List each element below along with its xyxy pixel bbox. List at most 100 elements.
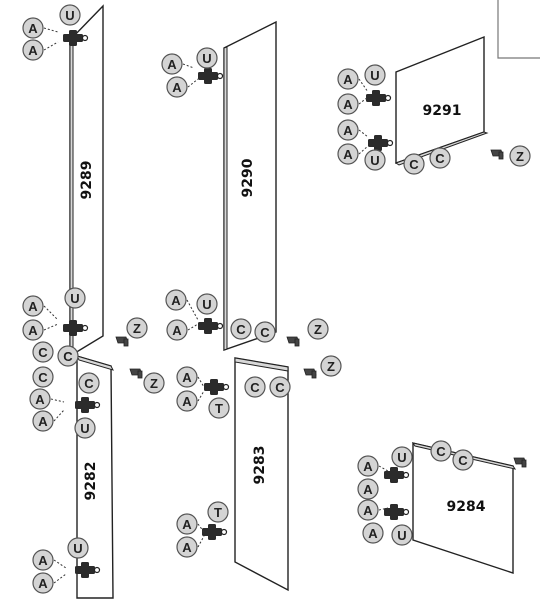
badge-z: Z [143, 372, 165, 394]
badge-c: C [430, 440, 452, 462]
badge-c: C [230, 318, 252, 340]
clip-icon [286, 336, 300, 347]
badge-letter: A [28, 43, 38, 58]
badge-a: A [357, 455, 379, 477]
hinge-icon [75, 397, 101, 413]
leader-line [53, 573, 67, 584]
panel-9290: 9290 [223, 20, 277, 351]
badge-letter: C [409, 157, 419, 172]
badge-a: A [337, 68, 359, 90]
badge-letter: A [343, 147, 353, 162]
badge-z: Z [126, 317, 148, 339]
badge-letter: A [182, 394, 192, 409]
badge-c: C [244, 376, 266, 398]
badge-letter: A [363, 503, 373, 518]
hinge-icon [204, 379, 230, 395]
badge-a: A [176, 366, 198, 388]
badge-u: U [196, 47, 218, 69]
corner-box [497, 0, 540, 59]
badge-letter: A [343, 97, 353, 112]
badge-letter: Z [133, 321, 141, 336]
badge-letter: A [343, 72, 353, 87]
badge-a: A [22, 295, 44, 317]
clip-icon [115, 336, 129, 347]
hinge-icon [63, 320, 89, 336]
badge-letter: A [171, 293, 181, 308]
badge-letter: A [35, 392, 45, 407]
badge-u: U [67, 537, 89, 559]
badge-letter: A [182, 540, 192, 555]
badge-c: C [403, 153, 425, 175]
clip-icon [490, 149, 504, 160]
panel-label-9291: 9291 [423, 103, 462, 119]
badge-letter: A [172, 80, 182, 95]
panel-label-9289: 9289 [79, 161, 95, 200]
leader-line [378, 507, 389, 511]
badge-letter: U [397, 528, 406, 543]
panel-label-9290: 9290 [240, 158, 256, 197]
badge-c: C [452, 449, 474, 471]
badge-z: Z [307, 318, 329, 340]
badge-letter: C [250, 380, 260, 395]
badge-letter: U [80, 421, 89, 436]
badge-a: A [176, 536, 198, 558]
leader-line [43, 323, 59, 331]
badge-u: U [64, 287, 86, 309]
badge-c: C [57, 345, 79, 367]
badge-letter: U [397, 450, 406, 465]
badge-letter: C [236, 322, 246, 337]
badge-z: Z [509, 145, 531, 167]
badge-a: A [176, 513, 198, 535]
hinge-icon [75, 562, 101, 578]
badge-letter: A [182, 370, 192, 385]
leader-lines [43, 27, 389, 584]
badge-u: U [74, 417, 96, 439]
badge-letter: U [70, 291, 79, 306]
clip-icon [513, 457, 527, 468]
badge-a: A [166, 76, 188, 98]
badge-a: A [176, 390, 198, 412]
leader-line [358, 145, 369, 155]
badge-a: A [357, 478, 379, 500]
badge-t: T [208, 397, 230, 419]
panel-label-9282: 9282 [83, 462, 99, 501]
badge-letter: U [65, 8, 74, 23]
badge-letter: U [370, 153, 379, 168]
hinge-icon [368, 135, 394, 151]
badge-a: A [337, 143, 359, 165]
badge-letter: T [214, 505, 222, 520]
badge-letter: C [436, 444, 446, 459]
badge-u: U [391, 524, 413, 546]
panel-9283: 9283 [234, 357, 289, 592]
badge-a: A [161, 53, 183, 75]
badge-u: U [364, 149, 386, 171]
badge-letter: A [38, 414, 48, 429]
badge-letter: A [363, 459, 373, 474]
badge-u: U [196, 293, 218, 315]
badge-a: A [32, 410, 54, 432]
badge-letter: A [363, 482, 373, 497]
leader-line [43, 27, 59, 33]
badge-a: A [337, 119, 359, 141]
badge-u: U [364, 64, 386, 86]
badge-a: A [22, 319, 44, 341]
panel-9291: 9291 [394, 35, 489, 166]
hinge-icon [384, 467, 410, 483]
leader-line [197, 535, 205, 548]
badge-a: A [32, 549, 54, 571]
hinge-icon [198, 318, 224, 334]
badge-c: C [32, 366, 54, 388]
badge-letter: T [215, 401, 223, 416]
leader-line [50, 398, 65, 403]
leader-line [358, 129, 369, 138]
badge-c: C [269, 376, 291, 398]
badge-a: A [337, 93, 359, 115]
badge-letter: C [458, 453, 468, 468]
badge-letter: U [73, 541, 82, 556]
badge-a: A [29, 388, 51, 410]
badge-letter: Z [516, 149, 524, 164]
hinge-icon [366, 90, 392, 106]
hinge-icon [198, 68, 224, 84]
leader-line [378, 465, 389, 472]
